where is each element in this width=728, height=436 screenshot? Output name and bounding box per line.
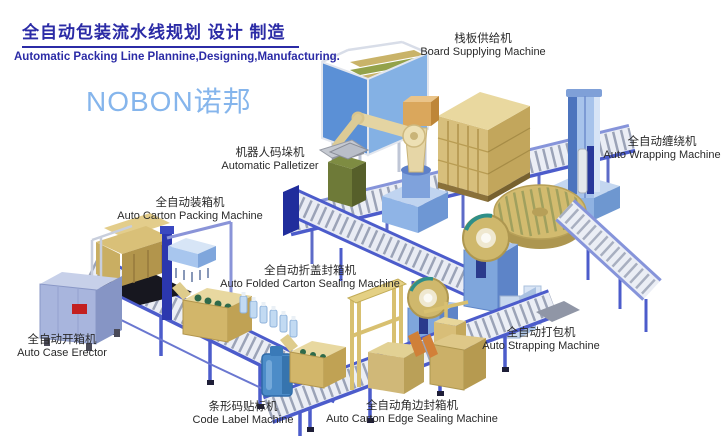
page-subtitle: Automatic Packing Line Plannine,Designin… [14, 51, 340, 63]
label-auto-case-erector: 全自动开箱机 Auto Case Erector [17, 334, 107, 360]
label-en: Board Supplying Machine [420, 46, 546, 58]
label-en: Automatic Palletizer [221, 160, 319, 172]
label-en: Auto Carton Edge Sealing Machine [326, 413, 498, 425]
auto-wrapping-machine-graphic [552, 89, 620, 220]
labeled-carton [280, 334, 346, 389]
label-auto-carton-edge-sealing-machine: 全自动角边封箱机 Auto Carton Edge Sealing Machin… [326, 400, 498, 426]
label-en: Auto Strapping Machine [482, 340, 600, 352]
label-cn: 机器人码垛机 [235, 147, 305, 159]
exit-conveyor [555, 199, 662, 332]
label-en: Auto Case Erector [17, 347, 107, 359]
label-auto-folded-carton-sealing-machine: 全自动折盖封箱机 Auto Folded Carton Sealing Mach… [220, 265, 400, 291]
label-code-label-machine: 条形码贴标机 Code Label Machine [193, 401, 294, 427]
palletizing-stand [328, 142, 370, 207]
label-cn: 全自动打包机 [506, 327, 576, 339]
pallet-stack [437, 92, 531, 202]
sealing-conveyor [283, 185, 479, 314]
header: 全自动包装流水线规划 设计 制造 Automatic Packing Line … [14, 18, 340, 63]
label-en: Auto Folded Carton Sealing Machine [220, 278, 400, 290]
label-cn: 栈板供给机 [454, 33, 512, 45]
label-cn: 全自动缠绕机 [627, 136, 697, 148]
tape-sealing-machine-1 [462, 213, 518, 313]
label-cn: 条形码贴标机 [208, 401, 278, 413]
bottle-row [239, 292, 298, 338]
edge-sealer [422, 300, 486, 391]
label-board-supplying-machine: 栈板供给机 Board Supplying Machine [420, 33, 545, 59]
label-en: Auto Carton Packing Machine [117, 210, 263, 222]
label-cn: 全自动装箱机 [155, 197, 225, 209]
label-auto-strapping-machine: 全自动打包机 Auto Strapping Machine [482, 327, 599, 353]
case-erector-graphic [39, 272, 122, 351]
label-automatic-palletizer: 机器人码垛机 Automatic Palletizer [221, 147, 318, 173]
brand-logo: NOBON诺邦 [86, 86, 252, 117]
label-cn: 全自动折盖封箱机 [264, 265, 356, 277]
label-en: Auto Wrapping Machine [603, 149, 721, 161]
page-title: 全自动包装流水线规划 设计 制造 [22, 18, 300, 48]
packed-carton [172, 282, 252, 343]
blue-jug [261, 346, 293, 397]
label-auto-wrapping-machine: 全自动缠绕机 Auto Wrapping Machine [603, 136, 720, 162]
label-cn: 全自动角边封箱机 [366, 400, 458, 412]
label-en: Code Label Machine [192, 414, 294, 426]
folded-carton-sealer [346, 278, 426, 394]
label-cn: 全自动开箱机 [27, 334, 97, 346]
label-auto-carton-packing-machine: 全自动装箱机 Auto Carton Packing Machine [117, 197, 263, 223]
